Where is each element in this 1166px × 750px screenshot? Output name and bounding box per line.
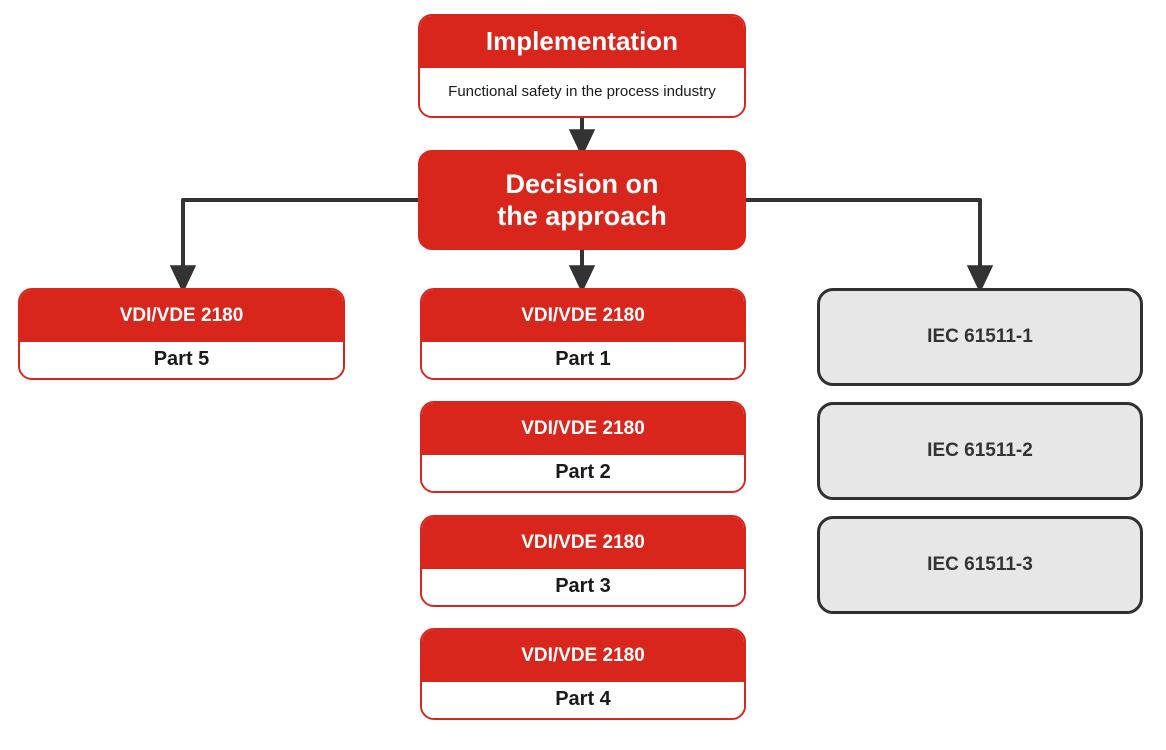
node-iec-61511-3-label: IEC 61511-3 — [927, 554, 1033, 575]
node-part3-header: VDI/VDE 2180 — [422, 517, 744, 569]
node-iec-61511-1-label: IEC 61511-1 — [927, 326, 1033, 347]
node-decision-on-the-approach[interactable]: Decision on the approach — [418, 150, 746, 250]
node-vdi-vde-2180-part-4[interactable]: VDI/VDE 2180 Part 4 — [420, 628, 746, 720]
node-implementation-body: Functional safety in the process industr… — [420, 68, 744, 116]
node-part4-body: Part 4 — [422, 682, 744, 718]
node-vdi-vde-2180-part-2[interactable]: VDI/VDE 2180 Part 2 — [420, 401, 746, 493]
node-implementation-header: Implementation — [420, 16, 744, 68]
connector-decision-to-iec1 — [746, 198, 994, 294]
node-part4-header: VDI/VDE 2180 — [422, 630, 744, 682]
node-part5-header: VDI/VDE 2180 — [20, 290, 343, 342]
node-iec-61511-2[interactable]: IEC 61511-2 — [817, 402, 1143, 500]
node-vdi-vde-2180-part-5[interactable]: VDI/VDE 2180 Part 5 — [18, 288, 345, 380]
node-vdi-vde-2180-part-3[interactable]: VDI/VDE 2180 Part 3 — [420, 515, 746, 607]
node-decision-label-line2: the approach — [497, 201, 667, 231]
node-iec-61511-1[interactable]: IEC 61511-1 — [817, 288, 1143, 386]
node-implementation[interactable]: Implementation Functional safety in the … — [418, 14, 746, 118]
node-part2-body: Part 2 — [422, 455, 744, 491]
node-part2-header: VDI/VDE 2180 — [422, 403, 744, 455]
node-part3-body: Part 3 — [422, 569, 744, 605]
node-iec-61511-2-label: IEC 61511-2 — [927, 440, 1033, 461]
node-decision-label: Decision on the approach — [497, 168, 667, 233]
node-vdi-vde-2180-part-1[interactable]: VDI/VDE 2180 Part 1 — [420, 288, 746, 380]
node-iec-61511-3[interactable]: IEC 61511-3 — [817, 516, 1143, 614]
node-decision-label-line1: Decision on — [505, 168, 659, 199]
node-part5-body: Part 5 — [20, 342, 343, 378]
node-part1-header: VDI/VDE 2180 — [422, 290, 744, 342]
node-part1-body: Part 1 — [422, 342, 744, 378]
connector-decision-to-part5 — [169, 198, 418, 294]
